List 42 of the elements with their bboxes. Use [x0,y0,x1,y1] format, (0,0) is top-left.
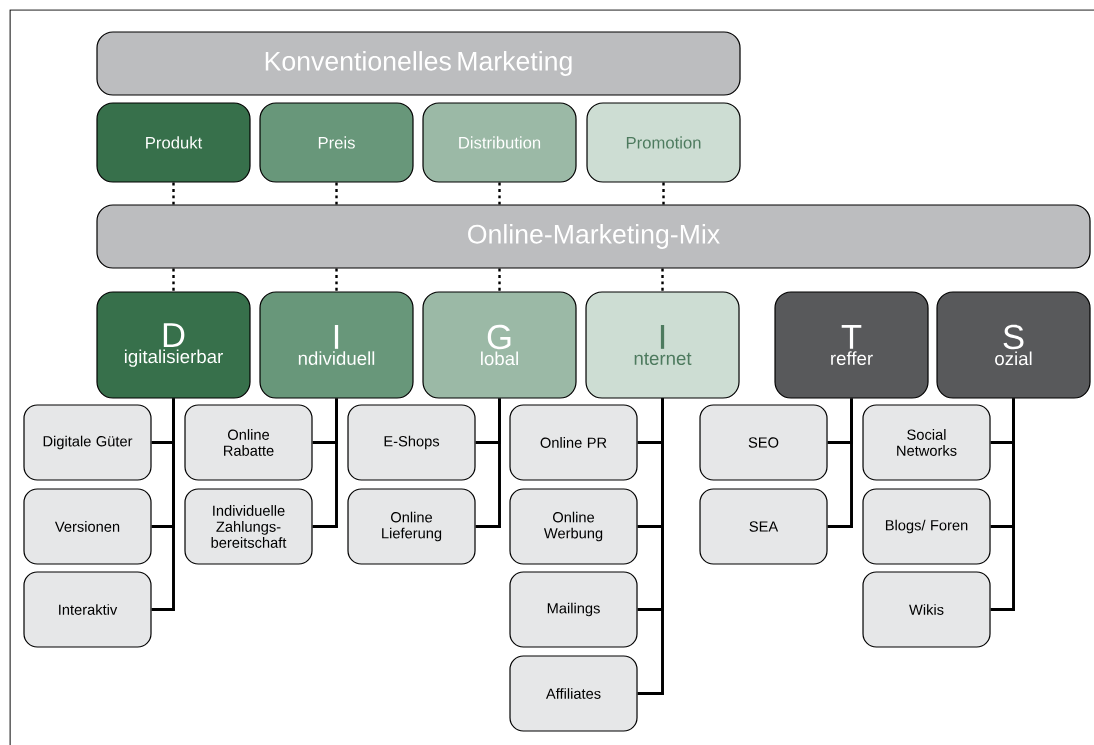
item-box: Online PR [509,404,638,481]
connector-line [637,398,664,695]
item-box: Digitale Güter [23,404,152,481]
item-box: Online Werbung [509,488,638,565]
connector-line [151,398,175,611]
item-box: SEO [699,404,828,481]
dotted-line [662,182,665,205]
item-box: Blogs/ Foren [862,488,991,565]
dotted-line [498,182,501,205]
letter-box: G lobal [422,291,577,399]
connector-line [827,398,853,528]
category-box: Produkt [96,102,251,183]
item-box: Individuelle Zahlungs-bereitschaft [184,488,313,565]
connector-line [312,398,338,528]
dotted-line [661,268,664,292]
dotted-line [172,182,175,205]
connector-line [475,398,501,528]
dotted-line [335,182,338,205]
item-box: SEA [699,488,828,565]
category-box: Distribution [422,102,577,183]
dotted-line [498,268,501,292]
category-box: Promotion [586,102,741,183]
dotted-line [172,268,175,292]
letter-box: T reffer [774,291,929,399]
letter-box: D igitalisierbar [96,291,251,399]
item-box: Online Rabatte [184,404,313,481]
heading-band: Konventionelles Marketing [96,31,741,96]
item-box: Affiliates [509,655,638,732]
category-box: Preis [259,102,414,183]
item-box: Wikis [862,571,991,648]
item-box: Versionen [23,488,152,565]
item-box: Social Networks [862,404,991,481]
item-box: E-Shops [347,404,476,481]
letter-box: I ndividuell [259,291,414,399]
letter-box: I nternet [585,291,740,399]
letter-box: S ozial [936,291,1091,399]
item-box: Interaktiv [23,571,152,648]
heading-band: Online-Marketing-Mix [96,204,1091,269]
item-box: Online Lieferung [347,488,476,565]
connector-line [990,398,1015,611]
item-box: Mailings [509,571,638,648]
dotted-line [335,268,338,292]
